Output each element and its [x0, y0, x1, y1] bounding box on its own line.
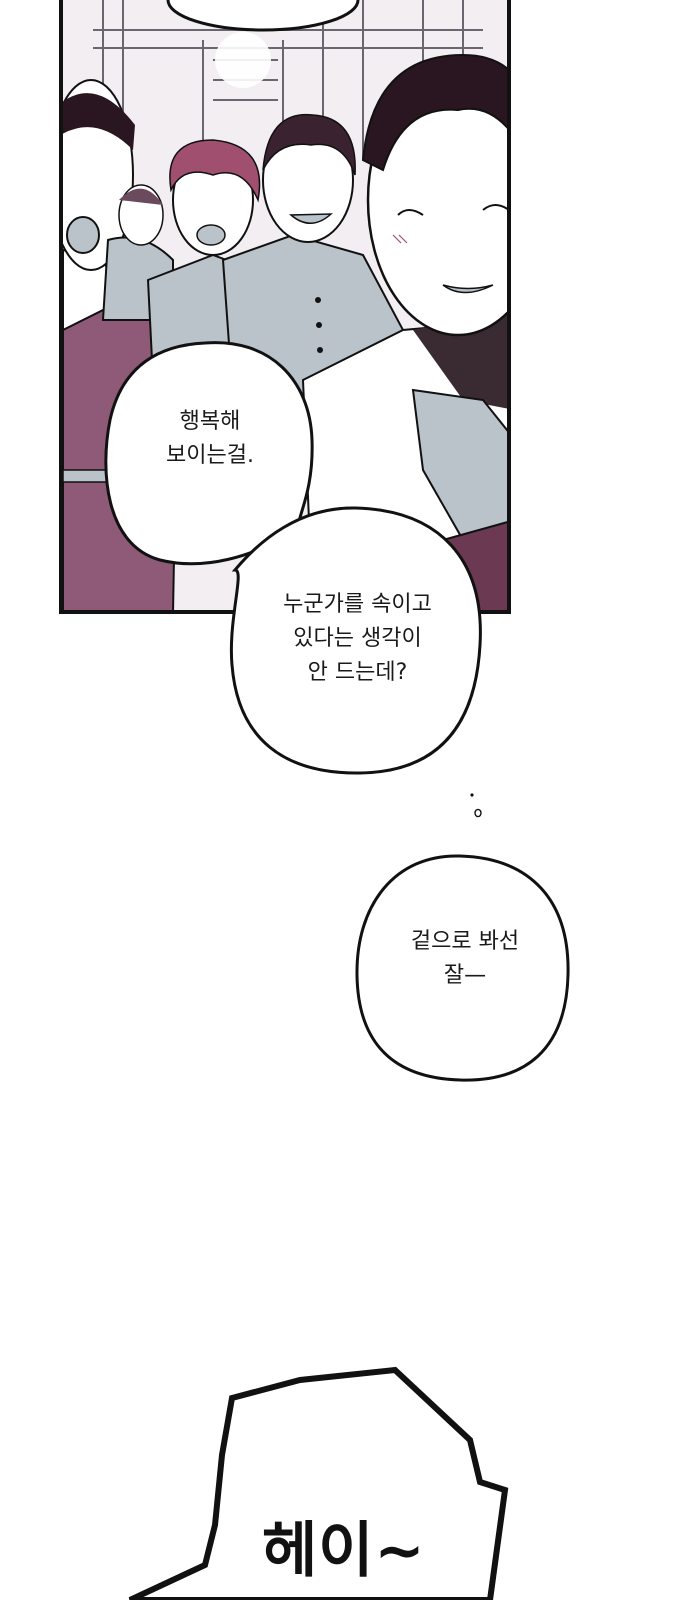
- blush-marks: [392, 234, 408, 244]
- crowd-illustration: [63, 0, 507, 610]
- illustration-panel: [59, 0, 511, 614]
- speech-bubble-1: [104, 341, 314, 566]
- dot-small: [470, 793, 474, 797]
- bubble-3-text: 겉으로 봐선 잘—: [410, 929, 520, 988]
- shout-bubble: [128, 1366, 509, 1600]
- speech-bubble-2: [229, 506, 482, 775]
- bubble-2-text: 누군가를 속이고 있다는 생각이 안 드는데?: [283, 592, 432, 685]
- bubble-1-text: 행복해 보이는걸.: [166, 409, 254, 468]
- shout-text: 헤이~: [262, 1516, 426, 1586]
- dot-ring: [474, 808, 482, 818]
- speech-bubble-3: [355, 854, 570, 1082]
